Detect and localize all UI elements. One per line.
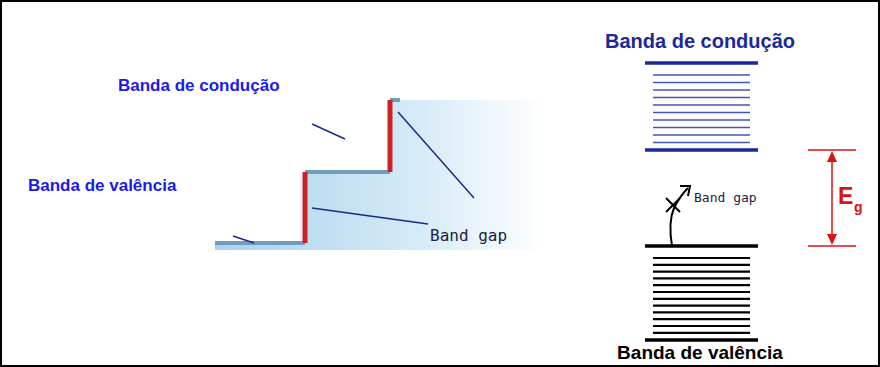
energy-level [653, 305, 750, 307]
energy-level [653, 127, 750, 129]
gap-label: Band gap [430, 226, 507, 245]
energy-level [653, 134, 750, 136]
energy-level [653, 325, 750, 327]
energy-level [653, 74, 750, 76]
gap-dimension [808, 150, 856, 246]
energy-band: Banda de valência [575, 243, 825, 367]
energy-level [653, 97, 750, 99]
blocked-arrow [666, 186, 690, 246]
energy-level [653, 298, 750, 300]
band-heading: Banda de condução [575, 30, 825, 53]
energy-level [653, 291, 750, 293]
energy-level [653, 257, 750, 259]
energy-level [653, 332, 750, 334]
energy-level [653, 104, 750, 106]
staircase-fill [215, 100, 545, 250]
band-edge [645, 61, 758, 65]
band-label: Banda de condução [118, 76, 280, 96]
gap-symbol: E [838, 183, 853, 210]
band-edge [645, 338, 758, 342]
step-treads [215, 100, 400, 243]
energy-level [653, 119, 750, 121]
energy-level [653, 89, 750, 91]
leader-lines [233, 112, 474, 243]
gap-label: Band gap [694, 190, 757, 205]
band-heading: Banda de valência [575, 342, 825, 364]
energy-level [653, 271, 750, 273]
energy-level [653, 318, 750, 320]
energy-level [653, 311, 750, 313]
band-edge [645, 244, 758, 248]
energy-level [653, 284, 750, 286]
band-edge [645, 148, 758, 152]
band-label: Banda de valência [28, 176, 176, 196]
energy-level [653, 142, 750, 144]
energy-level [653, 264, 750, 266]
step-risers [305, 100, 390, 243]
gap-subscript: g [854, 199, 863, 215]
energy-band: Banda de condução [575, 28, 825, 154]
energy-level [653, 277, 750, 279]
energy-level [653, 112, 750, 114]
energy-level [653, 82, 750, 84]
